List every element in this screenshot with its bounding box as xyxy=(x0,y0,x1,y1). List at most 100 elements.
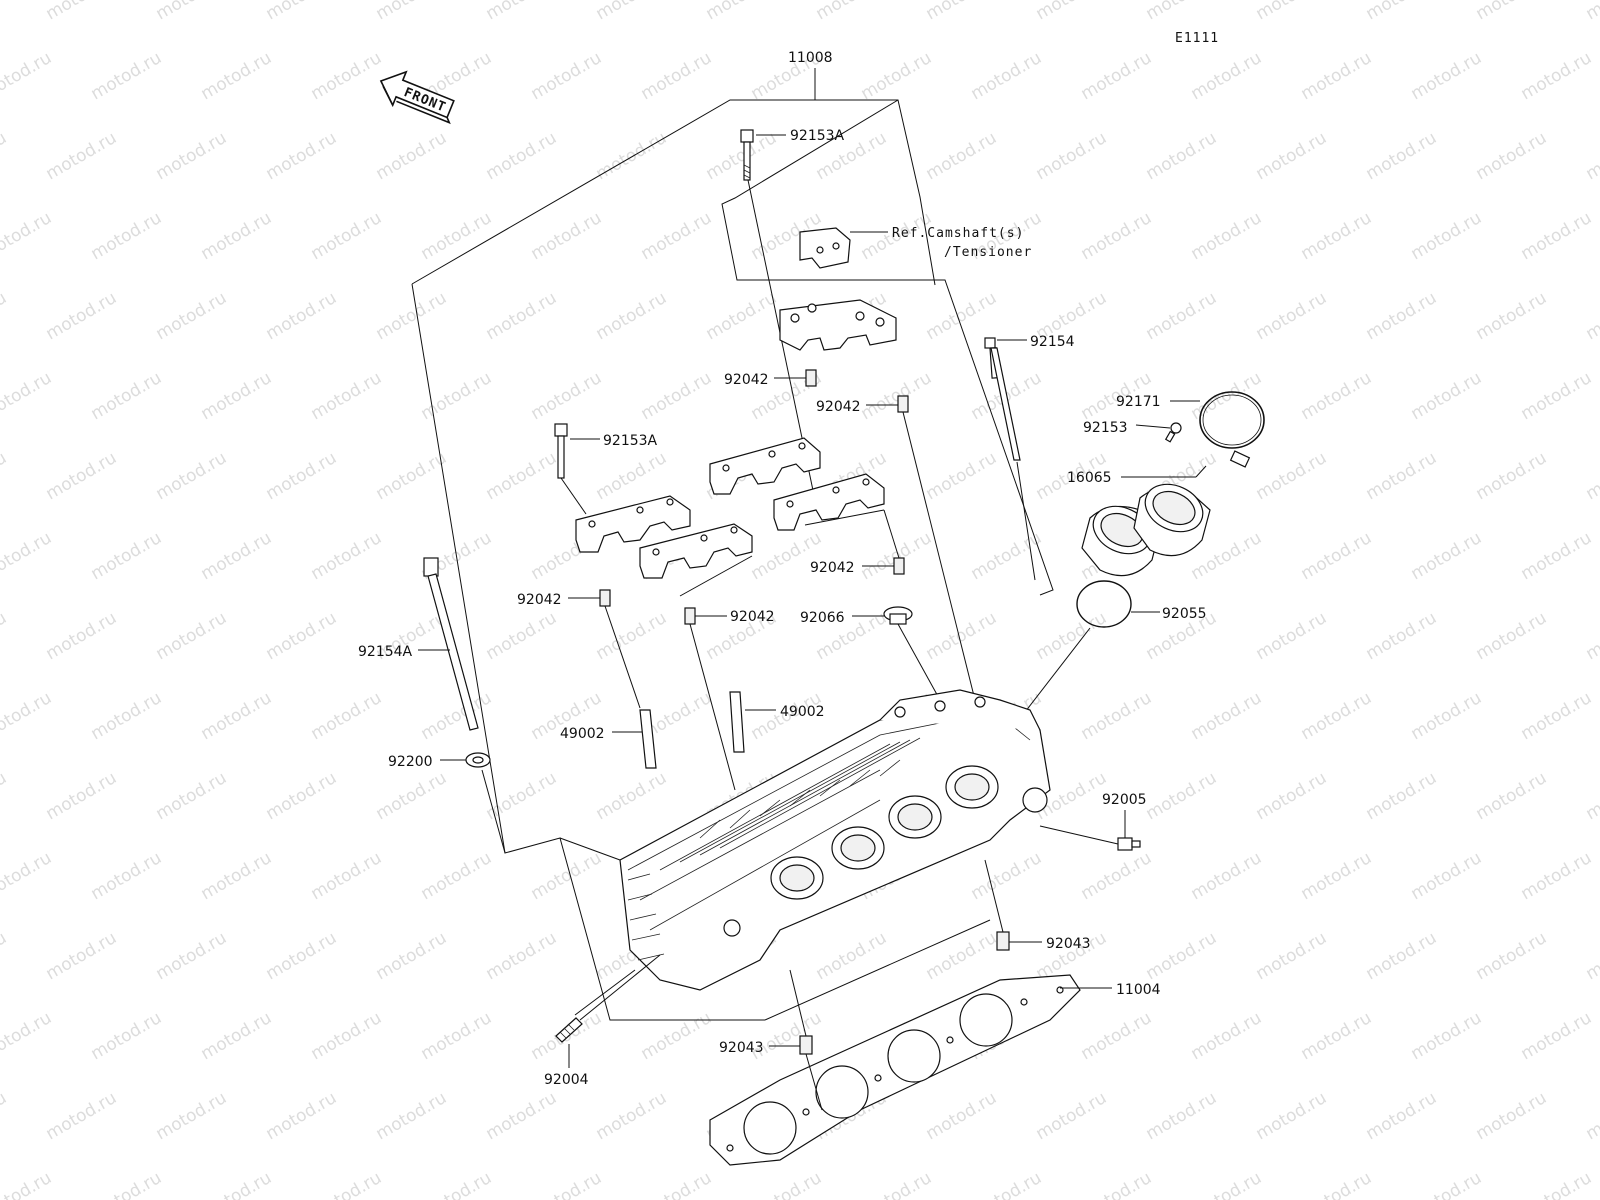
watermark-text: motod.ru xyxy=(593,608,671,664)
watermark-text: motod.ru xyxy=(1253,1088,1331,1144)
watermark-text: motod.ru xyxy=(88,368,166,424)
watermark-text: motod.ru xyxy=(1583,0,1600,24)
watermark-text: motod.ru xyxy=(308,48,386,104)
watermark-text: motod.ru xyxy=(263,608,341,664)
watermark-text: motod.ru xyxy=(418,1008,496,1064)
watermark-text: motod.ru xyxy=(1518,1008,1596,1064)
holder-16065 xyxy=(1081,483,1211,577)
watermark-text: motod.ru xyxy=(638,1168,716,1200)
watermark-text: motod.ru xyxy=(153,0,231,24)
axis-92200 xyxy=(481,769,506,854)
watermark-text: motod.ru xyxy=(0,528,55,584)
watermark-text: motod.ru xyxy=(263,928,341,984)
axis-92042-b xyxy=(902,411,976,701)
watermark-text: motod.ru xyxy=(483,928,561,984)
watermark-text: motod.ru xyxy=(1298,1168,1376,1200)
watermark-text: motod.ru xyxy=(1408,208,1486,264)
watermark-text: motod.ru xyxy=(1188,48,1266,104)
watermark-text: motod.ru xyxy=(1143,928,1221,984)
watermark-text: motod.ru xyxy=(858,528,936,584)
label-92154: 92154 xyxy=(1030,334,1075,350)
diagram-id: E1111 xyxy=(1175,31,1219,46)
bolt-92153 xyxy=(1164,422,1182,443)
watermark-text: motod.ru xyxy=(1188,208,1266,264)
watermark-text: motod.ru xyxy=(1033,0,1111,24)
watermark-text: motod.ru xyxy=(263,448,341,504)
watermark-text: motod.ru xyxy=(418,1168,496,1200)
fitting-92005 xyxy=(1117,837,1141,851)
cam-cap-1 xyxy=(575,495,691,553)
valve-guide-49002-a xyxy=(639,709,657,769)
watermark-text: motod.ru xyxy=(153,928,231,984)
watermark-text: motod.ru xyxy=(153,128,231,184)
label-92043-b: 92043 xyxy=(719,1040,764,1056)
watermark-text: motod.ru xyxy=(1143,0,1221,24)
watermark-text: motod.ru xyxy=(153,448,231,504)
watermark-text: motod.ru xyxy=(1078,48,1156,104)
stud-92004 xyxy=(555,1017,583,1043)
watermark-text: motod.ru xyxy=(1078,848,1156,904)
axis-92043-b xyxy=(789,969,807,1037)
watermark-text: motod.ru xyxy=(1188,1008,1266,1064)
watermark-text: motod.ru xyxy=(1253,128,1331,184)
watermark-text: motod.ru xyxy=(593,768,671,824)
dowel-92042-a xyxy=(805,369,817,387)
leader-16065-c xyxy=(1195,465,1207,478)
watermark-text: motod.ru xyxy=(1363,1088,1441,1144)
watermark-text: motod.ru xyxy=(968,1168,1046,1200)
axis-92005 xyxy=(1039,825,1119,845)
watermark-text: motod.ru xyxy=(0,768,10,824)
watermark-text: motod.ru xyxy=(418,688,496,744)
watermark-text: motod.ru xyxy=(198,208,276,264)
watermark-text: motod.ru xyxy=(593,288,671,344)
watermark-text: motod.ru xyxy=(1253,448,1331,504)
watermark-text: motod.ru xyxy=(1143,1088,1221,1144)
label-92153A-mid: 92153A xyxy=(603,433,658,449)
dowel-92042-c xyxy=(893,557,905,575)
axis-92154 xyxy=(1016,461,1036,581)
watermark-text: motod.ru xyxy=(1473,608,1551,664)
watermark-text: motod.ru xyxy=(1518,848,1596,904)
watermark-text: motod.ru xyxy=(1078,208,1156,264)
watermark-text: motod.ru xyxy=(858,1168,936,1200)
watermark-text: motod.ru xyxy=(153,768,231,824)
watermark-text: motod.ru xyxy=(43,448,121,504)
watermark-text: motod.ru xyxy=(1473,448,1551,504)
head-outline-lines xyxy=(559,837,636,1016)
watermark-text: motod.ru xyxy=(593,448,671,504)
watermark-text: motod.ru xyxy=(968,48,1046,104)
watermark-text: motod.ru xyxy=(263,128,341,184)
label-92042-a: 92042 xyxy=(724,372,769,388)
watermark-text: motod.ru xyxy=(418,848,496,904)
watermark-text: motod.ru xyxy=(1408,1168,1486,1200)
watermark-text: motod.ru xyxy=(1473,128,1551,184)
watermark-text: motod.ru xyxy=(1253,768,1331,824)
watermark-text: motod.ru xyxy=(0,928,10,984)
watermark-text: motod.ru xyxy=(483,128,561,184)
watermark-text: motod.ru xyxy=(1188,368,1266,424)
watermark-text: motod.ru xyxy=(1408,1008,1486,1064)
label-49002-a: 49002 xyxy=(560,726,605,742)
watermark-text: motod.ru xyxy=(923,448,1001,504)
watermark-text: motod.ru xyxy=(198,688,276,744)
watermark-text: motod.ru xyxy=(373,1088,451,1144)
watermark-text: motod.ru xyxy=(1408,848,1486,904)
watermark-text: motod.ru xyxy=(198,528,276,584)
label-92154A: 92154A xyxy=(358,644,413,660)
watermark-text: motod.ru xyxy=(88,1008,166,1064)
watermark-text: motod.ru xyxy=(88,528,166,584)
watermark-text: motod.ru xyxy=(1473,1088,1551,1144)
watermark-text: motod.ru xyxy=(0,208,55,264)
watermark-text: motod.ru xyxy=(1143,768,1221,824)
watermark-text: motod.ru xyxy=(1188,848,1266,904)
watermark-text: motod.ru xyxy=(153,288,231,344)
cam-cap-top xyxy=(779,299,897,351)
watermark-text: motod.ru xyxy=(418,208,496,264)
watermark-text: motod.ru xyxy=(263,288,341,344)
gasket-11004 xyxy=(709,974,1081,1166)
watermark-text: motod.ru xyxy=(1473,768,1551,824)
label-92005: 92005 xyxy=(1102,792,1147,808)
cylinder-head xyxy=(619,689,1051,991)
watermark-text: motod.ru xyxy=(1408,528,1486,584)
watermark-text: motod.ru xyxy=(1408,368,1486,424)
